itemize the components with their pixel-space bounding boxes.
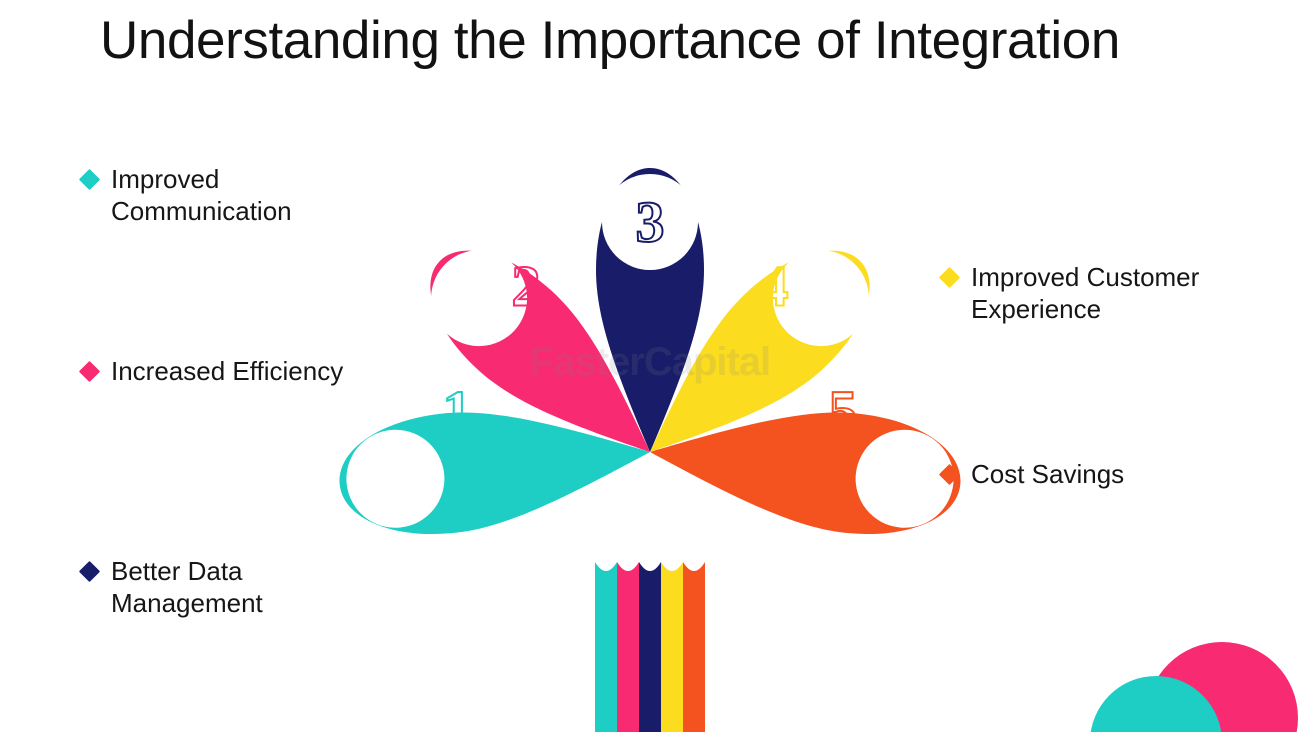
bullet-diamond-icon xyxy=(78,560,101,583)
label-text: Cost Savings xyxy=(971,459,1125,489)
bullet-diamond-icon xyxy=(938,463,961,486)
pencil xyxy=(595,452,705,732)
decorative-circle-pink xyxy=(1146,642,1298,732)
petal-1-shape xyxy=(339,412,650,534)
pencil-stripe-5 xyxy=(683,562,705,732)
petal-1-number: 1 xyxy=(443,379,472,444)
pencil-stripe-1 xyxy=(595,562,617,732)
petal-5-shape xyxy=(650,412,961,534)
label-item-improved-communication: Improved Communication xyxy=(78,163,381,227)
decorative-circle-teal xyxy=(1090,676,1222,732)
label-item-better-data-management: Better Data Management xyxy=(78,555,381,619)
petal-3-number: 3 xyxy=(636,190,665,255)
pencil-barrel xyxy=(595,562,705,732)
petal-4-number: 4 xyxy=(760,254,789,319)
pencil-wood-cone xyxy=(596,452,704,564)
label-text: Improved Customer Experience xyxy=(971,262,1200,324)
petal-3-shape xyxy=(596,168,704,452)
pencil-wood-scallop xyxy=(595,548,705,566)
label-item-increased-efficiency: Increased Efficiency xyxy=(78,355,344,387)
bullet-diamond-icon xyxy=(78,360,101,383)
bullet-diamond-icon xyxy=(938,266,961,289)
petal-2-shape xyxy=(430,250,650,453)
pencil-stripe-3 xyxy=(639,562,661,732)
page-title: Understanding the Importance of Integrat… xyxy=(100,11,1120,70)
label-text: Improved Communication xyxy=(111,164,292,226)
label-item-improved-customer-experience: Improved Customer Experience xyxy=(938,261,1271,325)
pencil-stripe-2 xyxy=(617,562,639,732)
petal-5-number: 5 xyxy=(829,379,858,444)
pencil-stripe-4 xyxy=(661,562,683,732)
pencil-scallop-notches xyxy=(595,562,705,571)
label-text: Better Data Management xyxy=(111,556,263,618)
petal-2-number: 2 xyxy=(512,254,541,319)
petal-4-shape xyxy=(650,250,870,452)
pencil-graphite-tip xyxy=(632,452,668,505)
label-item-cost-savings: Cost Savings xyxy=(938,458,1125,490)
watermark-text: FasterCapital xyxy=(529,340,771,384)
bullet-diamond-icon xyxy=(78,168,101,191)
label-text: Increased Efficiency xyxy=(111,356,344,386)
decorative-circles xyxy=(1090,622,1300,732)
